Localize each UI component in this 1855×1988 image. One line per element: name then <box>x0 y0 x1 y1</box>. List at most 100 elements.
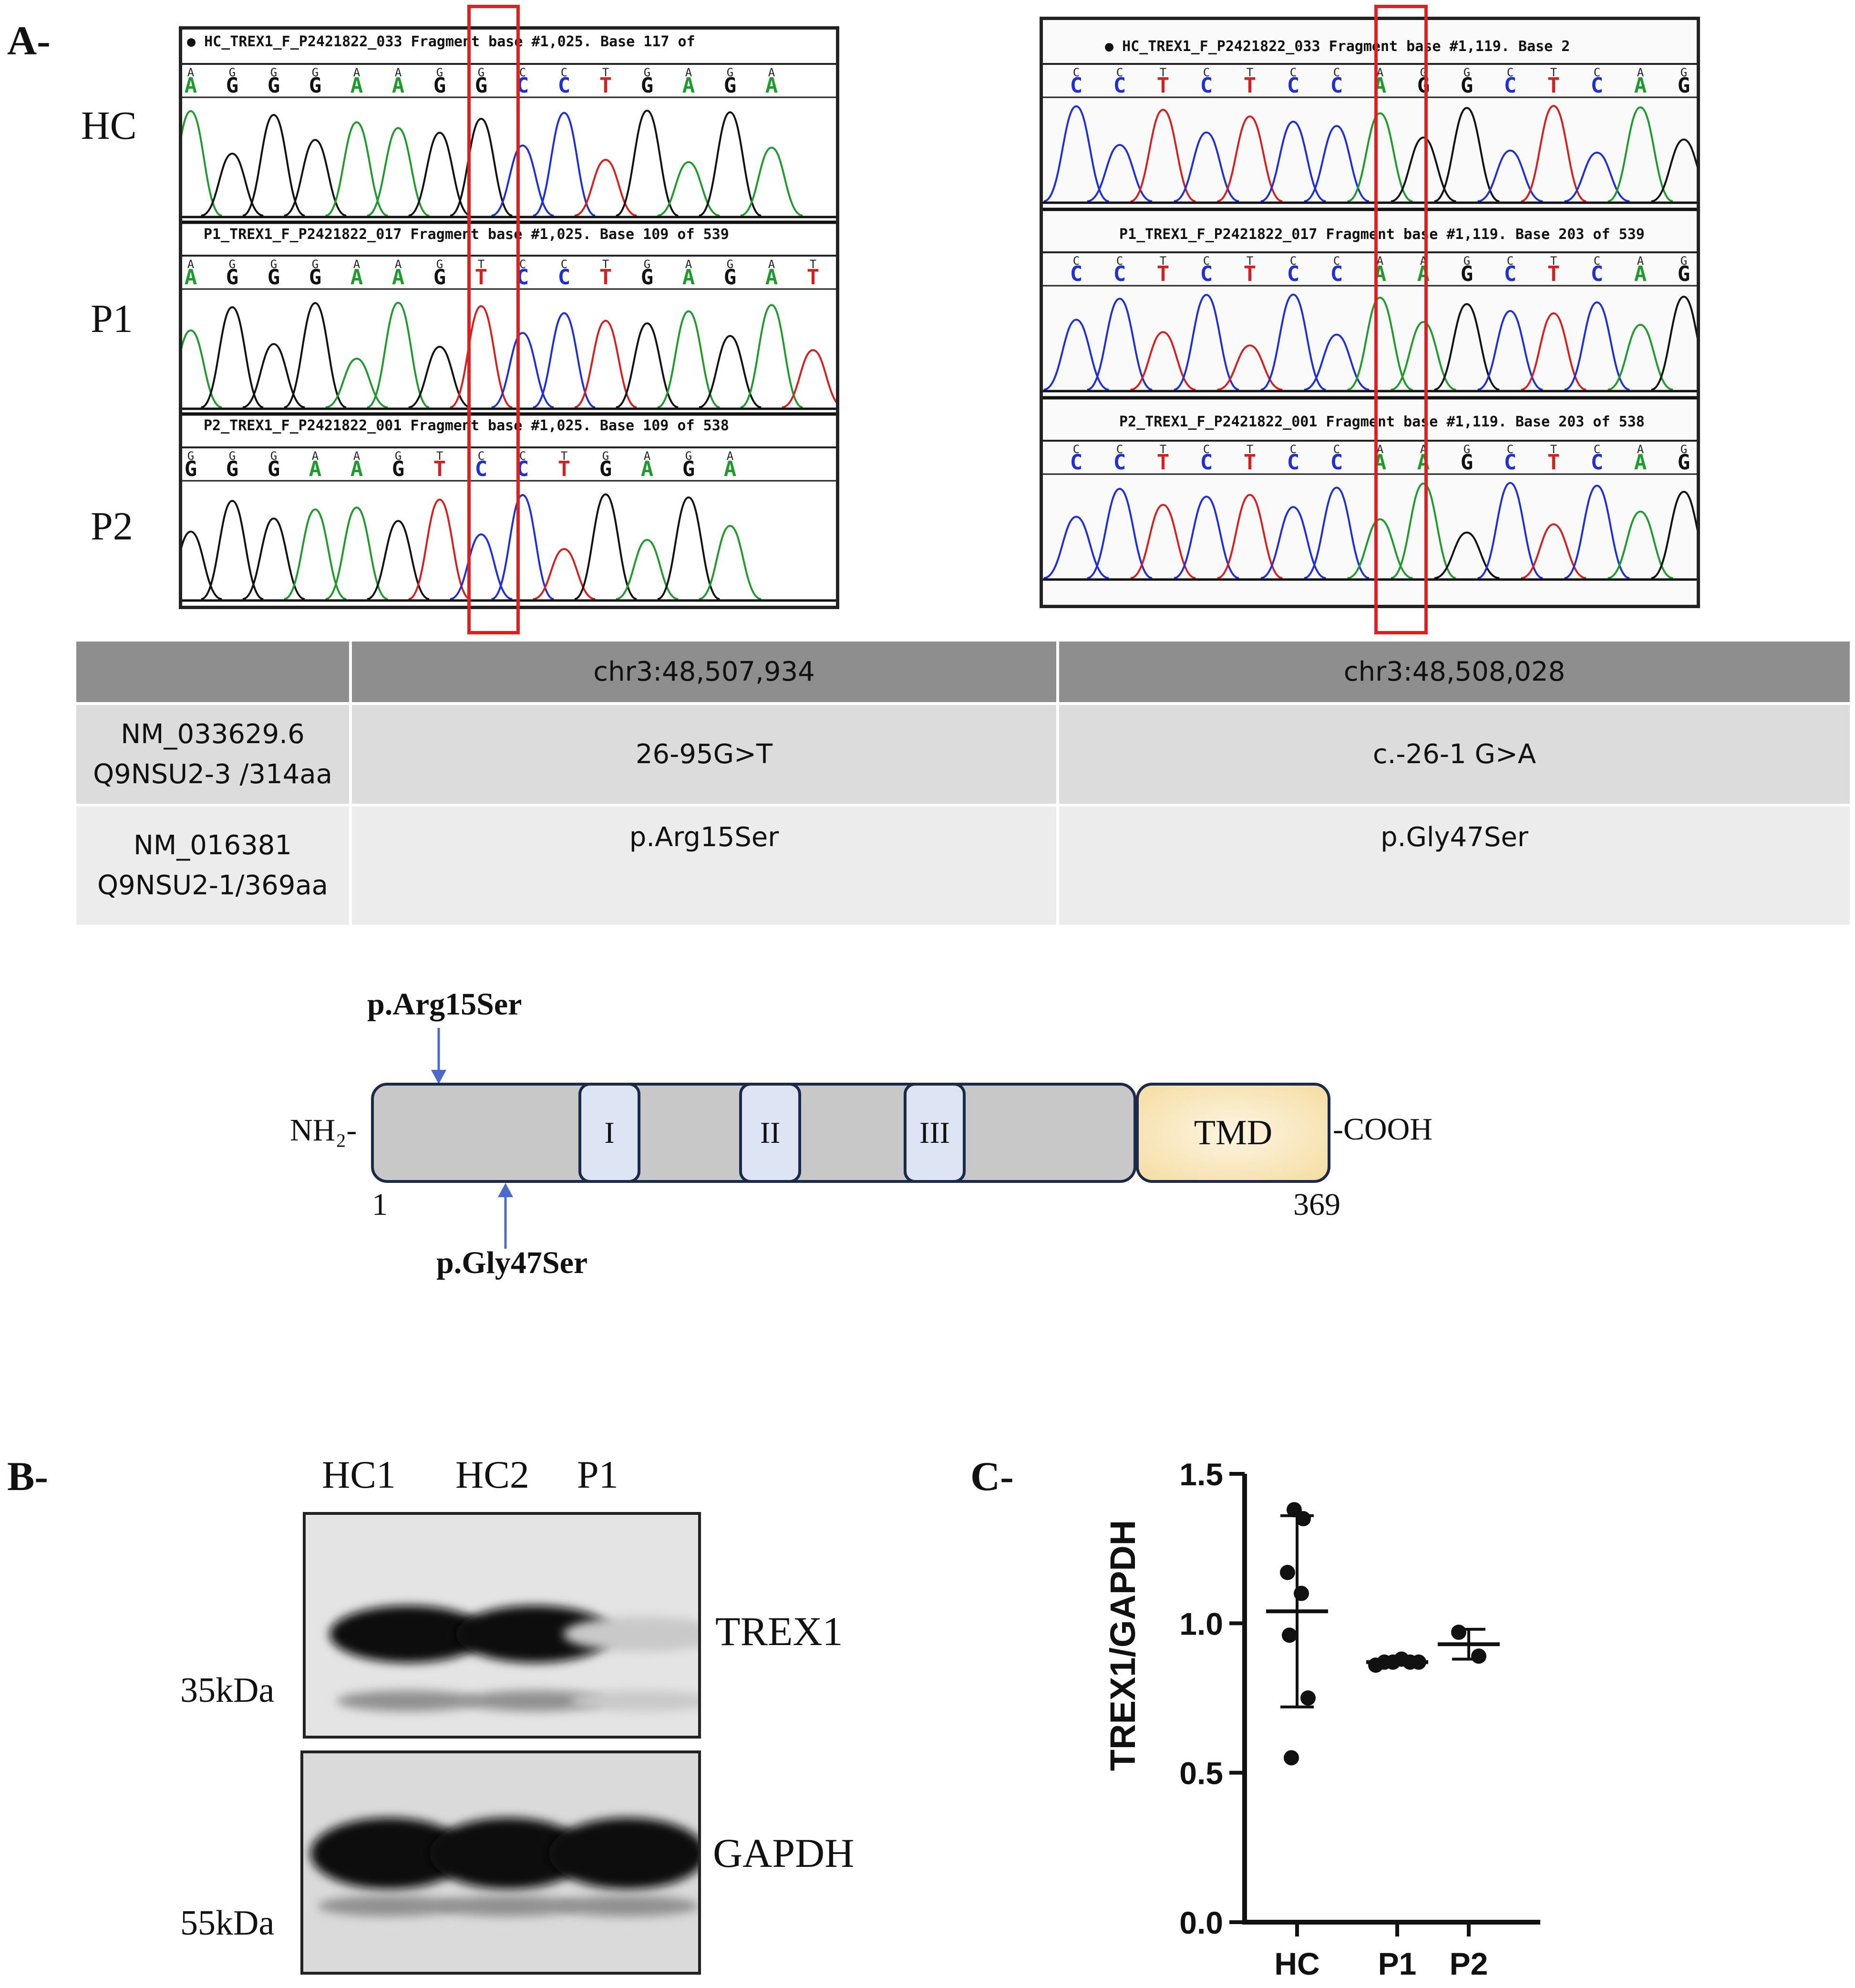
base-call-small: C <box>1073 443 1080 456</box>
base-call-small: G <box>1463 443 1470 456</box>
chrom-left-title-p2: P2_TREX1_F_P2421822_001 Fragment base #1… <box>204 417 729 434</box>
transcript-cell: NM_033629.6 Q9NSU2-3 /314aa <box>76 704 352 807</box>
chromatogram-peak <box>574 493 637 600</box>
base-call: T <box>599 73 612 98</box>
row-label-hc: HC <box>81 104 137 148</box>
base-call: A <box>392 73 405 98</box>
residue-start-label: 1 <box>372 1187 388 1222</box>
base-call: T <box>433 457 446 481</box>
base-call-small: A <box>644 449 651 463</box>
base-call: A <box>1634 262 1647 286</box>
chrom-left-title-p1: P1_TREX1_F_P2421822_017 Fragment base #1… <box>204 226 729 243</box>
base-call: A <box>185 73 197 98</box>
chromatogram-right-traces: CCCCTTCCTTCCCCAAGGGGCCTTCCAAGGCCCCTTCCTT… <box>1043 63 1697 581</box>
base-call: A <box>350 265 363 290</box>
base-call-small: T <box>1160 66 1166 79</box>
table-row: NM_033629.6 Q9NSU2-3 /314aa 26-95G>T c.-… <box>76 704 1853 807</box>
base-call: A <box>682 265 695 290</box>
base-call: G <box>641 265 654 290</box>
chromatogram-peak <box>699 525 762 600</box>
chromatogram-peak <box>1521 312 1587 391</box>
base-call-small: G <box>436 66 443 79</box>
chromatogram-peak <box>1087 487 1153 579</box>
chromatogram-left: ● HC_TREX1_F_P2421822_033 Fragment base … <box>179 26 839 609</box>
chromatogram-peak <box>450 118 513 217</box>
base-call-small: C <box>1290 443 1297 456</box>
chromatogram-peak <box>1477 482 1543 579</box>
chromatogram-peak <box>1174 496 1239 579</box>
base-call: C <box>1591 73 1604 98</box>
chromatogram-peak <box>782 349 836 408</box>
base-call-small: G <box>602 449 609 463</box>
base-call-small: G <box>312 258 319 271</box>
base-call-small: A <box>768 258 775 271</box>
base-call-small: G <box>1680 443 1687 456</box>
base-call: C <box>1070 262 1083 286</box>
base-call: G <box>226 457 239 481</box>
chromatogram-peak <box>1043 105 1109 202</box>
base-call: A <box>350 73 363 98</box>
base-call-small: C <box>561 66 567 79</box>
chromatogram-peak <box>1434 303 1500 391</box>
base-call-small: G <box>727 66 733 79</box>
chromatogram-peak <box>740 304 803 408</box>
base-call: G <box>1461 450 1474 475</box>
chromatogram-peak <box>574 320 637 408</box>
blot-band-faint <box>570 1690 698 1711</box>
mw-label-55kda: 55kDa <box>180 1904 275 1943</box>
base-call-small: G <box>270 258 277 271</box>
base-call-small: C <box>1507 254 1514 268</box>
chromatogram-peak <box>1608 106 1673 202</box>
data-point <box>1280 1564 1295 1580</box>
panel-a-label: A- <box>7 18 51 63</box>
base-call: G <box>309 73 322 98</box>
base-call-small: C <box>1073 254 1080 268</box>
blot-band <box>430 1818 587 1889</box>
chromatogram-peak <box>201 500 264 600</box>
chromatogram-peak <box>242 518 305 600</box>
base-call-small: A <box>1377 443 1384 456</box>
base-call: G <box>309 265 322 290</box>
chromatogram-peak <box>1043 319 1109 391</box>
base-call-small: T <box>602 258 609 271</box>
base-call: T <box>1547 73 1560 98</box>
data-point <box>1451 1625 1466 1640</box>
blot-band-faint <box>556 1895 698 1916</box>
base-call-small: A <box>353 258 361 271</box>
base-call: T <box>1157 262 1170 286</box>
base-call: C <box>1330 450 1343 475</box>
base-call: G <box>433 73 446 98</box>
base-call: A <box>185 265 197 290</box>
chromatogram-peak <box>408 498 471 600</box>
base-call-small: A <box>353 449 361 463</box>
chromatogram-peak <box>1304 487 1370 579</box>
base-call: C <box>1070 450 1083 475</box>
chromatogram-peak <box>201 153 264 217</box>
y-tick-label: 0.5 <box>1179 1756 1223 1791</box>
variant-cell: c.-26-1 G>A <box>1058 704 1853 807</box>
chromatogram-peak <box>1130 109 1196 202</box>
base-call-small: C <box>561 258 567 271</box>
base-call: T <box>1157 450 1170 475</box>
chromatogram-peak <box>242 114 305 217</box>
variant-table: chr3:48,507,934 chr3:48,508,028 NM_03362… <box>76 642 1853 928</box>
base-call-small: A <box>395 258 402 271</box>
table-header-pos1: chr3:48,507,934 <box>350 642 1059 705</box>
base-call-small: T <box>1550 254 1557 268</box>
base-call-small: A <box>768 66 775 79</box>
chromatogram-peak <box>1391 321 1456 391</box>
base-call: A <box>682 73 695 98</box>
blot-trex1 <box>303 1512 701 1739</box>
base-call-small: G <box>395 449 402 463</box>
chromatogram-peak <box>1260 121 1326 202</box>
c-terminus-label: -COOH <box>1333 1112 1432 1147</box>
chromatogram-peak <box>740 146 803 217</box>
base-call-small: G <box>436 258 443 271</box>
base-call-small: T <box>436 449 443 463</box>
x-tick-label: P2 <box>1450 1946 1488 1981</box>
blot-trex1-bands <box>330 1605 698 1711</box>
base-call: T <box>1157 73 1170 98</box>
base-call: G <box>392 457 405 481</box>
base-call: C <box>1070 73 1083 98</box>
base-call: T <box>1547 262 1560 286</box>
